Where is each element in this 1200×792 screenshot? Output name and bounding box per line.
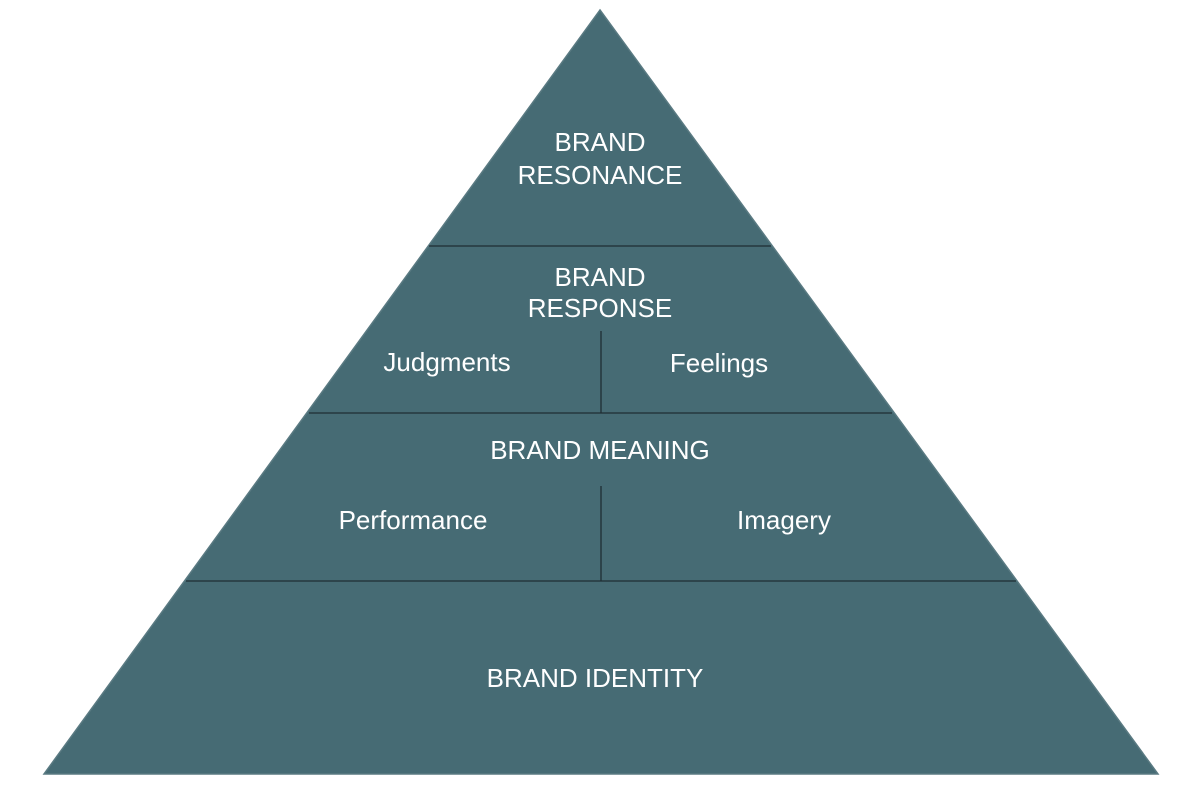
- meaning-label: BRAND MEANING: [490, 435, 710, 465]
- identity-label: BRAND IDENTITY: [487, 663, 704, 693]
- response-label-line2: RESPONSE: [528, 293, 673, 323]
- resonance-label-line1: BRAND: [554, 127, 645, 157]
- meaning-performance-label: Performance: [339, 505, 488, 535]
- response-feelings-label: Feelings: [670, 348, 768, 378]
- response-label-line1: BRAND: [554, 262, 645, 292]
- resonance-label-line2: RESONANCE: [518, 160, 683, 190]
- meaning-imagery-label: Imagery: [737, 505, 831, 535]
- response-judgments-label: Judgments: [383, 347, 510, 377]
